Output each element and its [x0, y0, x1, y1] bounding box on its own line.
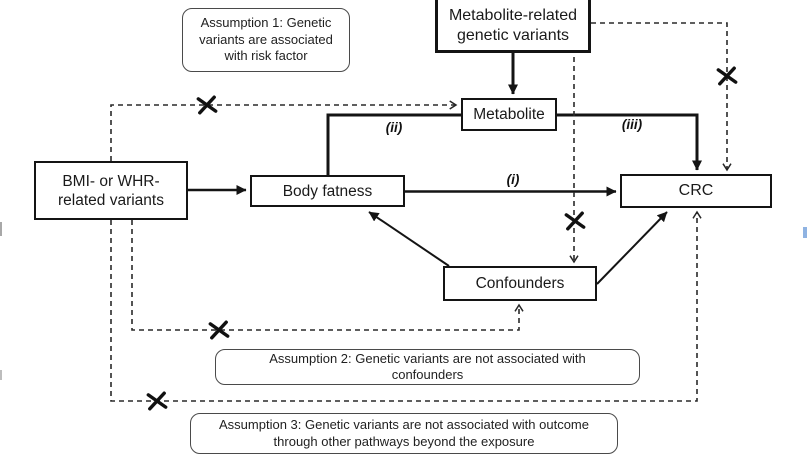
edge-bmi-variants-to-metabolite-crossed [110, 105, 456, 161]
node-label-line: Metabolite-related [448, 7, 578, 24]
edge-metabolite-variants-to-crc-crossed [591, 22, 727, 170]
node-metabolite: Metabolite [461, 98, 557, 131]
assumption-text-line: confounders [391, 367, 464, 382]
cross-mark-metabolite-variants-crc [716, 66, 738, 86]
edge-bmi-variants-to-confounders-crossed [131, 220, 519, 331]
cross-mark-bmi-confounders [208, 320, 230, 340]
node-body-fatness: Body fatness [250, 175, 405, 207]
node-bmi-whr-variants: BMI- or WHR- related variants [34, 161, 188, 220]
edge-confounders-to-body-fatness [368, 211, 450, 267]
cross-mark-bmi-crc [146, 391, 168, 411]
node-label-line: related variants [58, 191, 164, 209]
pathway-label-i: (i) [506, 172, 520, 187]
node-label-line: BMI- or WHR- [62, 172, 160, 190]
assumption-text-line: Assumption 1: Genetic [200, 15, 332, 31]
edge-confounders-to-crc [596, 211, 668, 285]
node-confounders: Confounders [443, 266, 597, 301]
cross-mark-bmi-metabolite [196, 95, 218, 115]
pathway-label-ii: (ii) [385, 120, 403, 135]
edge-body-fatness-to-metabolite [326, 113, 461, 176]
pathway-label-iii: (iii) [621, 117, 643, 132]
node-crc: CRC [620, 174, 772, 208]
node-label: Metabolite [473, 106, 545, 123]
assumption-text-line: variants are associated [199, 31, 333, 47]
left-edge-tick-artifact [0, 370, 2, 380]
right-edge-blue-mark-artifact [803, 227, 807, 238]
assumption-text-line: with risk factor [224, 48, 308, 64]
edge-metabolite-to-crc [557, 113, 702, 171]
assumption-3-box: Assumption 3: Genetic variants are not a… [190, 413, 618, 454]
node-label-line: genetic variants [456, 26, 570, 44]
assumption-text-line: Assumption 3: Genetic variants are not a… [219, 417, 589, 432]
node-label: Confounders [475, 275, 565, 292]
assumption-1-box: Assumption 1: Genetic variants are assoc… [182, 8, 350, 72]
edge-bmi-variants-to-crc-crossed [110, 212, 697, 402]
assumption-text-line: Assumption 2: Genetic variants are not a… [269, 350, 586, 366]
cross-mark-metabolite-variants-confounders [564, 211, 586, 231]
node-metabolite-related-genetic-variants: Metabolite-related genetic variants [435, 0, 591, 53]
node-label: CRC [678, 182, 714, 200]
assumption-2-box: Assumption 2: Genetic variants are not a… [215, 349, 640, 385]
assumption-text-line: through other pathways beyond the exposu… [273, 433, 535, 449]
node-label: Body fatness [282, 182, 373, 200]
left-edge-tick-artifact [0, 222, 2, 236]
